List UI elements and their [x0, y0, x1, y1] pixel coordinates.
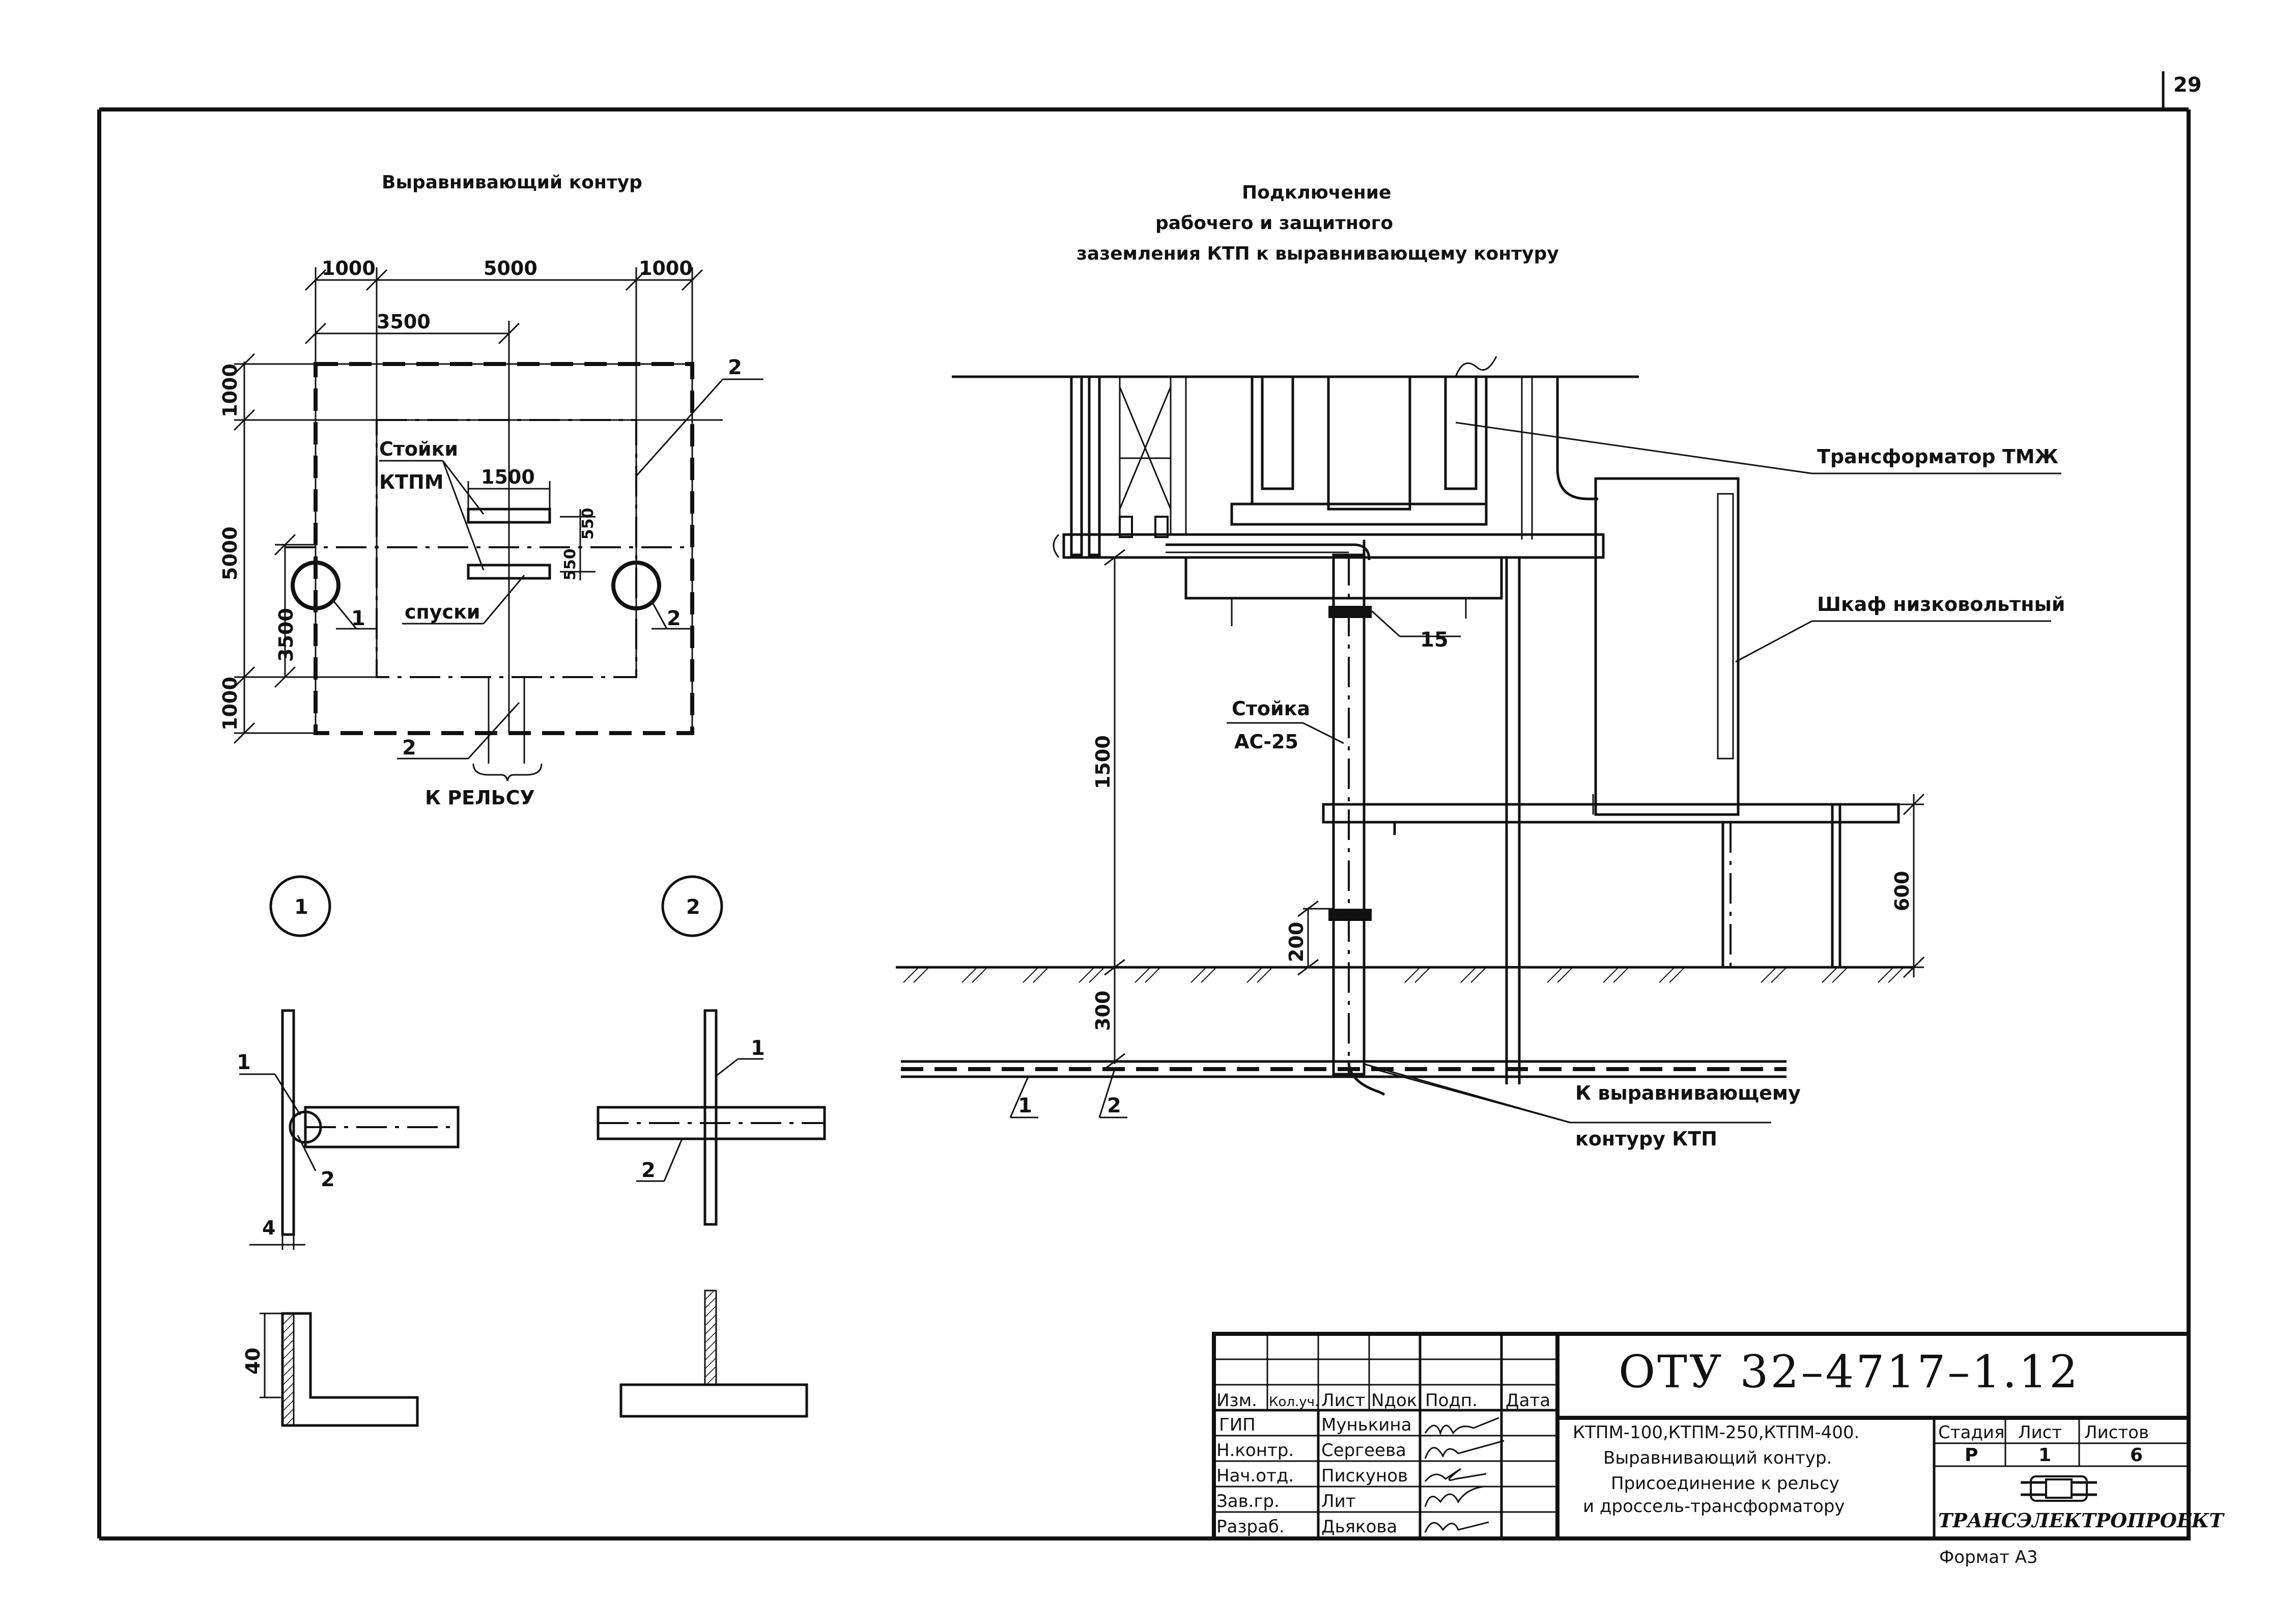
tb-role-1: Н.контр. [1216, 1440, 1294, 1461]
tb-stage-label: Стадия [1938, 1422, 2004, 1443]
dim-550-a: 550 [561, 548, 579, 580]
tb-h-kol: Кол.уч. [1269, 1394, 1319, 1410]
dim-200: 200 [1285, 922, 1308, 962]
tb-sheet-label: Лист [2018, 1422, 2062, 1443]
dim-v-3500: 3500 [275, 608, 297, 662]
conn-callout-2: 2 [1107, 1094, 1121, 1117]
n1-dim-40: 40 [242, 1348, 264, 1375]
tb-sheet-value: 1 [2038, 1445, 2051, 1466]
conn-callout-1: 1 [1018, 1094, 1032, 1117]
dim-1500-conn: 1500 [1092, 735, 1114, 789]
tb-h-podp: Подп. [1425, 1390, 1478, 1411]
tb-name-4: Дьякова [1321, 1517, 1397, 1537]
tb-sheets-label: Листов [2084, 1422, 2149, 1443]
tb-desc-4: и дроссель-трансформатору [1583, 1496, 1845, 1517]
tb-name-0: Мунькина [1321, 1415, 1411, 1435]
to-contour-1: К выравнивающему [1575, 1082, 1801, 1104]
tb-sheets-value: 6 [2130, 1445, 2143, 1466]
tb-desc-1: КТПМ-100,КТПМ-250,КТПМ-400. [1573, 1422, 1859, 1443]
dim-v-1000-bottom: 1000 [219, 677, 241, 731]
title-block: Изм. Кол.уч. Лист Nдок. Подп. Дата ГИП М… [1212, 1332, 2225, 1567]
num-15: 15 [1420, 628, 1449, 652]
n1-callout-1: 1 [237, 1051, 251, 1074]
n2-callout-2: 2 [641, 1159, 656, 1182]
electrode-left [291, 561, 341, 610]
node-1-number: 1 [294, 895, 308, 919]
connection-elevation: Подключение рабочего и защитного заземле… [896, 182, 2065, 1150]
node-1-circle [269, 875, 331, 937]
post-bottom [467, 564, 551, 580]
tb-org: ТРАНСЭЛЕКТРОПРОЕКТ [1938, 1509, 2225, 1532]
tb-name-2: Пискунов [1321, 1466, 1408, 1486]
dim-v-1000-top: 1000 [219, 363, 241, 417]
post-top [467, 508, 551, 524]
label-ktpm: КТПМ [379, 471, 444, 493]
sheet-number: 29 [2173, 73, 2202, 97]
dim-1000-left: 1000 [322, 257, 376, 279]
contour-callout-2-top: 2 [728, 356, 742, 379]
contour-callout-1: 1 [351, 607, 365, 630]
dim-v-5000: 5000 [219, 526, 241, 580]
electrode-right [611, 561, 661, 610]
contour-plan: Выравнивающий контур 1000 5000 1000 3500… [219, 172, 763, 809]
dim-550-b: 550 [579, 508, 597, 540]
tb-h-list: Лист [1321, 1390, 1365, 1411]
outer-contour [314, 362, 694, 735]
tb-stage-value: Р [1965, 1445, 1978, 1466]
signatures [1424, 1417, 1505, 1533]
label-cabinet: Шкаф низковольтный [1817, 593, 2065, 615]
n2-callout-1: 1 [751, 1037, 765, 1060]
tb-h-data: Дата [1506, 1390, 1550, 1411]
tb-code: ОТУ 32–4717–1.12 [1619, 1346, 2080, 1398]
tb-name-1: Сергеева [1321, 1440, 1406, 1461]
tb-role-2: Нач.отд. [1216, 1466, 1294, 1486]
dim-300: 300 [1092, 991, 1114, 1031]
tb-role-4: Разраб. [1216, 1517, 1285, 1537]
tb-desc-3: Присоединение к рельсу [1611, 1473, 1839, 1494]
label-posts: Стойки [379, 438, 458, 460]
post-label-2: АС-25 [1234, 731, 1298, 753]
label-transformer: Трансформатор ТМЖ [1817, 445, 2058, 468]
to-contour-2: контуру КТП [1575, 1128, 1717, 1150]
org-logo-icon [2021, 1475, 2097, 1502]
dim-1000-right: 1000 [639, 257, 693, 279]
conn-title-1: Подключение [1242, 182, 1391, 203]
dim-1500-posts: 1500 [481, 466, 535, 488]
dim-600: 600 [1891, 871, 1913, 911]
tb-format: Формат А3 [1939, 1547, 2038, 1567]
post-label-1: Стойка [1232, 697, 1310, 720]
dim-5000: 5000 [484, 257, 537, 279]
tb-h-izm: Изм. [1216, 1390, 1257, 1411]
tb-role-3: Зав.гр. [1216, 1491, 1280, 1511]
conn-title-3: заземления КТП к выравнивающему контуру [1076, 243, 1559, 264]
label-drops: спуски [405, 601, 480, 623]
node-2-circle [661, 875, 723, 937]
tb-name-3: Лит [1321, 1491, 1355, 1511]
details: 1 2 1 2 4 40 1 2 [237, 875, 826, 1427]
tb-desc-2: Выравнивающий контур. [1603, 1448, 1832, 1468]
contour-callout-2-right: 2 [667, 607, 681, 630]
contour-title: Выравнивающий контур [382, 172, 642, 193]
label-to-rail: К РЕЛЬСУ [425, 787, 535, 809]
tb-role-0: ГИП [1219, 1415, 1256, 1435]
n1-callout-2: 2 [321, 1168, 335, 1191]
inner-contour [376, 419, 637, 678]
node-2-number: 2 [686, 895, 700, 919]
contour-callout-2-bottom: 2 [402, 736, 416, 760]
n1-dim-4: 4 [262, 1217, 275, 1239]
conn-title-2: рабочего и защитного [1155, 213, 1393, 234]
dim-3500-top: 3500 [377, 311, 431, 333]
tb-h-ndok: Nдок. [1371, 1390, 1423, 1411]
